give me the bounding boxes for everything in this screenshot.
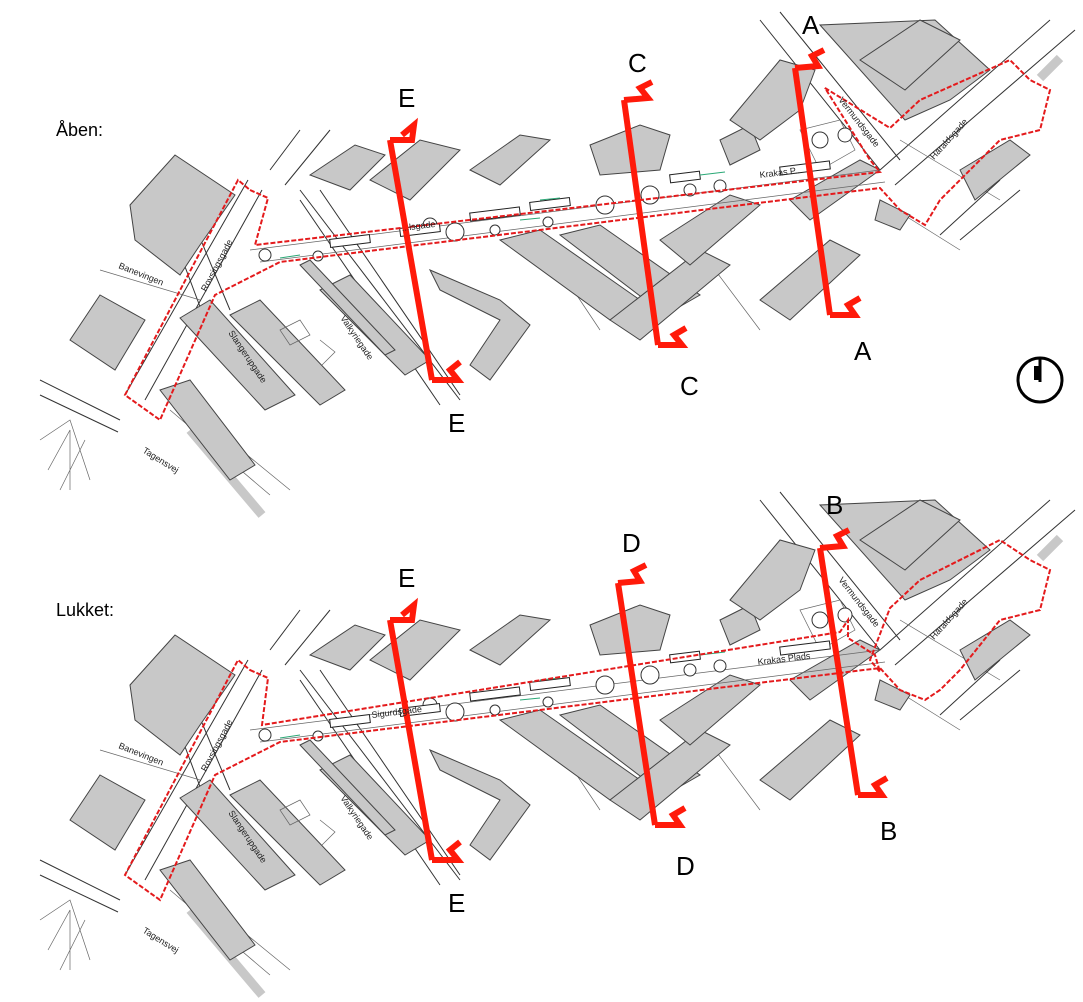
street-label-tagensvej: Tagensvej — [141, 445, 181, 475]
street-label-tagensvej: Tagensvej — [141, 925, 181, 955]
project-boundary — [123, 58, 1052, 422]
section-label-top: D — [622, 528, 641, 558]
section-label-bottom: D — [676, 851, 695, 881]
map-panel-open: E E C C A A Rovsingsgade Banevingen Slan… — [40, 10, 1075, 515]
section-label-top: A — [802, 10, 820, 40]
section-line-b-closed — [817, 527, 889, 798]
section-label-top: C — [628, 48, 647, 78]
street-label-haraldsgade: Haraldsgade — [928, 117, 970, 162]
section-label-bottom: B — [880, 816, 897, 846]
section-line-e-open — [387, 117, 465, 383]
street-label-banevingen: Banevingen — [117, 741, 165, 768]
section-line-c-open — [621, 79, 689, 348]
street-label-krakas-plads: Krakas P... — [759, 165, 803, 180]
section-line-d-closed — [615, 562, 687, 828]
section-label-bottom: A — [854, 336, 872, 366]
section-label-bottom: E — [448, 408, 465, 438]
street-label-banevingen: Banevingen — [117, 261, 165, 288]
section-label-top: E — [398, 83, 415, 113]
street-label-haraldsgade: Haraldsgade — [928, 597, 970, 642]
map-panel-closed: E E D D B B Rovsingsgade Banevingen Slan… — [40, 490, 1075, 995]
section-label-bottom: C — [680, 371, 699, 401]
project-boundary — [123, 538, 1052, 902]
street-label-sigurdsgade: ...lsgade — [401, 219, 436, 233]
street-label-krakas-plads: Krakas Plads — [757, 651, 811, 667]
state-label-open: Åben: — [56, 120, 103, 140]
state-label-closed: Lukket: — [56, 600, 114, 620]
section-line-e-closed — [387, 597, 465, 863]
north-arrow-icon — [1016, 356, 1064, 404]
section-label-bottom: E — [448, 888, 465, 918]
section-label-top: B — [826, 490, 843, 520]
section-line-a-open — [792, 47, 862, 318]
section-label-top: E — [398, 563, 415, 593]
